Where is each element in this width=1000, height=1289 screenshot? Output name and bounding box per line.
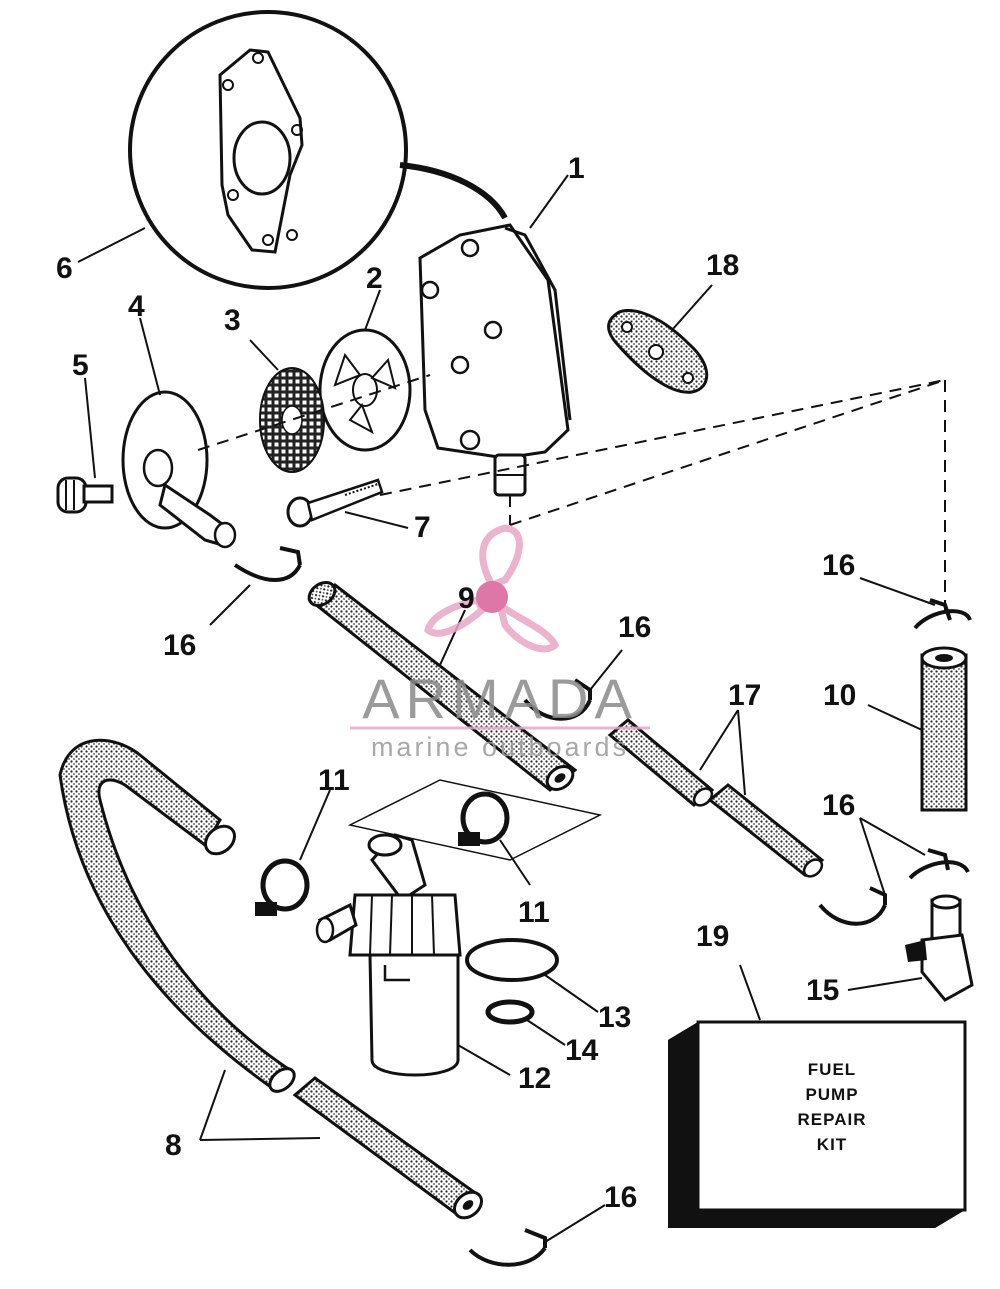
callout-8: 8 [165, 1129, 182, 1162]
filter-screen-3 [249, 339, 325, 473]
watermark-brand: ARMADA [362, 667, 638, 730]
callout-9: 9 [458, 582, 475, 615]
callout-16-d: 16 [822, 789, 855, 822]
callout-15: 15 [806, 974, 839, 1007]
kit-label-line-4: KIT [817, 1135, 847, 1154]
pump-cover-4 [121, 317, 237, 549]
callout-11-right: 11 [518, 896, 550, 929]
mounting-gasket-18 [607, 284, 713, 394]
gasket-detail-callout [77, 10, 508, 290]
clamp-leader-lines [209, 577, 936, 1243]
callout-numbers: 1 2 3 4 5 6 7 8 9 10 11 11 12 13 14 15 1… [56, 152, 856, 1214]
fuel-pump-body [418, 174, 572, 497]
callout-6: 6 [56, 252, 73, 285]
callout-16-c: 16 [822, 549, 855, 582]
fuel-hose-10 [867, 646, 968, 812]
thumb-screw-5 [56, 377, 114, 514]
propeller-logo-icon [424, 524, 560, 653]
repair-kit-box-19: FUEL PUMP REPAIR KIT [668, 964, 967, 1228]
callout-16-b: 16 [618, 611, 651, 644]
callout-19: 19 [696, 920, 729, 953]
elbow-fitting-15 [847, 894, 974, 1002]
callout-2: 2 [366, 262, 383, 295]
kit-label-line-3: REPAIR [798, 1110, 867, 1129]
armada-watermark: ARMADA marine outboards [350, 524, 650, 762]
callout-4: 4 [128, 290, 145, 323]
fuel-hose-17 [607, 709, 825, 878]
watermark-tagline: marine outboards [371, 732, 629, 762]
callout-3: 3 [224, 304, 241, 337]
fuel-filter-12 [315, 833, 511, 1077]
callout-7: 7 [414, 511, 431, 544]
check-valve-plate-2 [318, 289, 412, 452]
callout-11-left: 11 [318, 764, 350, 797]
fuel-hose-8 [58, 738, 483, 1220]
callout-13: 13 [598, 1001, 631, 1034]
hose-clamp-16 [233, 546, 972, 1267]
kit-label-line-2: PUMP [805, 1085, 858, 1104]
filter-seal-14 [485, 999, 566, 1046]
pump-screw-7 [286, 478, 409, 529]
callout-5: 5 [72, 349, 89, 382]
callout-17: 17 [728, 679, 761, 712]
callout-14: 14 [565, 1034, 599, 1067]
callout-16-e: 16 [604, 1181, 637, 1214]
kit-label-line-1: FUEL [808, 1060, 856, 1079]
callout-18: 18 [706, 249, 739, 282]
assembly-guide-lines [197, 374, 946, 620]
hose-clamp-11 [255, 779, 603, 916]
callout-10: 10 [823, 679, 856, 712]
filter-gasket-13 [465, 938, 599, 1013]
callout-12: 12 [518, 1062, 551, 1095]
callout-1: 1 [568, 152, 585, 185]
callout-16-a: 16 [163, 629, 196, 662]
